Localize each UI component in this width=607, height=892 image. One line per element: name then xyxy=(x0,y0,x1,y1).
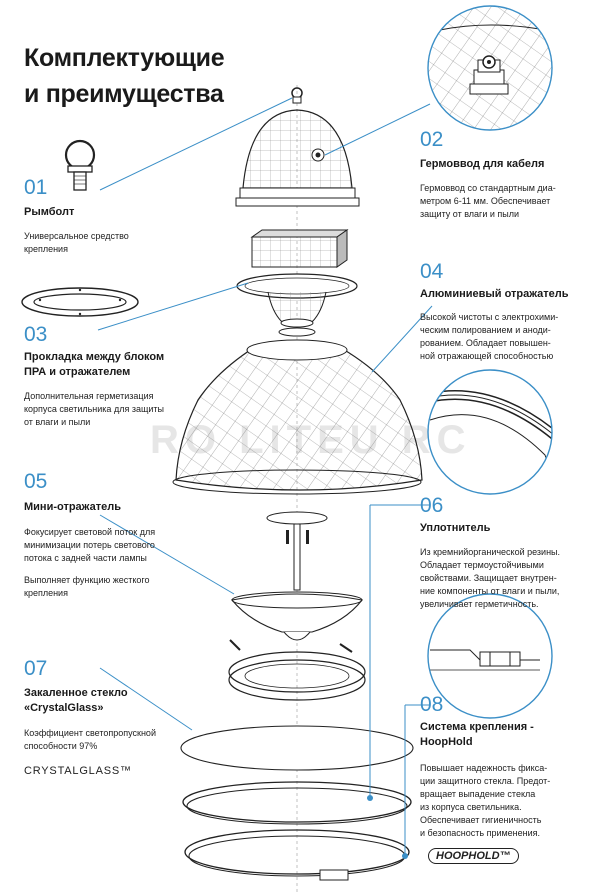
leader-lines xyxy=(97,97,433,855)
feature-04-title: Алюминиевый отражатель xyxy=(420,288,569,300)
aluminium-reflector xyxy=(172,339,423,495)
feature-08-text-line: Обеспечивает гигиеничность xyxy=(420,815,542,825)
feature-02-number: 02 xyxy=(420,128,444,151)
feature-08-text-line: вращает выпадение стекла xyxy=(420,789,536,799)
feature-08-title-line: HoopHold xyxy=(420,736,473,748)
feature-07-text-line: Коэффициент светопропускной xyxy=(24,728,156,738)
feature-06-text-line: Из кремнийорганической резины. xyxy=(420,547,561,557)
feature-02-title: Гермоввод для кабеля xyxy=(420,158,545,170)
feature-05-text-line: крепления xyxy=(24,588,68,598)
feature-06-text: Из кремнийорганической резины. Обладает … xyxy=(420,546,560,611)
feature-01-text: Универсальное средство крепления xyxy=(24,230,129,256)
dome-housing xyxy=(235,109,360,207)
feature-08-text-line: из корпуса светильника. xyxy=(420,802,522,812)
crystalglass-logo: CRYSTALGLASS™ xyxy=(24,765,132,777)
feature-03-number: 03 xyxy=(24,323,48,346)
feature-02-text-line: Гермоввод со стандартным диа- xyxy=(420,183,556,193)
feature-07-number: 07 xyxy=(24,657,48,680)
feature-05-text-line: минимизации потерь светового xyxy=(24,540,155,550)
feature-05-text-2: Выполняет функцию жесткого крепления xyxy=(24,574,150,600)
feature-05-text-line: потока с задней части лампы xyxy=(24,553,147,563)
feature-01-title: Рымболт xyxy=(24,206,75,218)
feature-02-text-line: метром 6-11 мм. Обеспечивает xyxy=(420,196,551,206)
feature-07-text-line: способности 97% xyxy=(24,741,98,751)
feature-08-title-line: Система крепления - xyxy=(420,721,534,733)
ring-bolt-icon xyxy=(64,139,96,191)
feature-08-text-line: и безопасность применения. xyxy=(420,828,541,838)
feature-03-title: Прокладка между блоком ПРА и отражателем xyxy=(24,350,164,380)
feature-05-text-line: Выполняет функцию жесткого xyxy=(24,575,150,585)
title-line-1: Комплектующие xyxy=(24,44,225,72)
gasket-icon xyxy=(21,287,139,317)
feature-06-text-line: увеличивает герметичность. xyxy=(420,599,539,609)
feature-06-title: Уплотнитель xyxy=(420,522,491,534)
feature-06-text-line: свойствами. Защищает внутрен- xyxy=(420,573,557,583)
feature-02-text: Гермоввод со стандартным диа- метром 6-1… xyxy=(420,182,556,221)
feature-04-number: 04 xyxy=(420,260,444,283)
feature-08-title: Система крепления - HoopHold xyxy=(420,720,534,750)
hoophold-logo: HOOPHOLD™ xyxy=(428,848,519,864)
feature-07-title-line: «CrystalGlass» xyxy=(24,702,104,714)
feature-06-number: 06 xyxy=(420,494,444,517)
feature-05-number: 05 xyxy=(24,470,48,493)
mini-reflector xyxy=(230,511,363,641)
feature-01-text-line: Универсальное средство xyxy=(24,231,129,241)
feature-03-text-line: корпуса светильника для защиты xyxy=(24,404,164,414)
feature-04-text-line: ческим полированием и аноди- xyxy=(420,325,551,335)
feature-03-title-line: Прокладка между блоком xyxy=(24,351,165,363)
zoom-hoophold xyxy=(427,593,553,719)
feature-05-title: Мини-отражатель xyxy=(24,501,121,513)
feature-01-text-line: крепления xyxy=(24,244,68,254)
feature-04-text-line: ной отражающей способностью xyxy=(420,351,554,361)
reflector-neck xyxy=(236,273,358,337)
feature-03-text-line: Дополнительная герметизация xyxy=(24,391,154,401)
feature-01-number: 01 xyxy=(24,176,48,199)
feature-06-text-line: ние компоненты от влаги и пыли, xyxy=(420,586,560,596)
feature-08-number: 08 xyxy=(420,693,444,716)
lamp-socket-ring xyxy=(228,639,366,701)
feature-03-text-line: от влаги и пыли xyxy=(24,417,91,427)
feature-03-text: Дополнительная герметизация корпуса свет… xyxy=(24,390,164,429)
feature-06-text-line: Обладает термоустойчивыми xyxy=(420,560,544,570)
feature-04-text-line: рованием. Обладает повышен- xyxy=(420,338,551,348)
driver-block xyxy=(250,229,349,268)
zoom-seal xyxy=(427,369,553,495)
crystal-glass xyxy=(180,725,414,771)
feature-05-text: Фокусирует световой поток для минимизаци… xyxy=(24,526,155,565)
feature-07-title: Закаленное стекло «CrystalGlass» xyxy=(24,686,128,716)
feature-05-text-line: Фокусирует световой поток для xyxy=(24,527,156,537)
feature-04-text: Высокой чистоты с электрохими- ческим по… xyxy=(420,311,558,363)
title-line-2: и преимущества xyxy=(24,80,224,108)
feature-03-title-line: ПРА и отражателем xyxy=(24,366,131,378)
feature-04-text-line: Высокой чистоты с электрохими- xyxy=(420,312,559,322)
zoom-cable-gland xyxy=(427,5,553,131)
feature-08-text-line: ции защитного стекла. Предот- xyxy=(420,776,551,786)
feature-02-text-line: защиту от влаги и пыли xyxy=(420,209,520,219)
feature-08-text: Повышает надежность фикса- ции защитного… xyxy=(420,762,550,840)
feature-08-text-line: Повышает надежность фикса- xyxy=(420,763,548,773)
feature-07-title-line: Закаленное стекло xyxy=(24,687,128,699)
feature-07-text: Коэффициент светопропускной способности … xyxy=(24,727,156,753)
page-title: Комплектующие и преимущества xyxy=(24,40,225,112)
